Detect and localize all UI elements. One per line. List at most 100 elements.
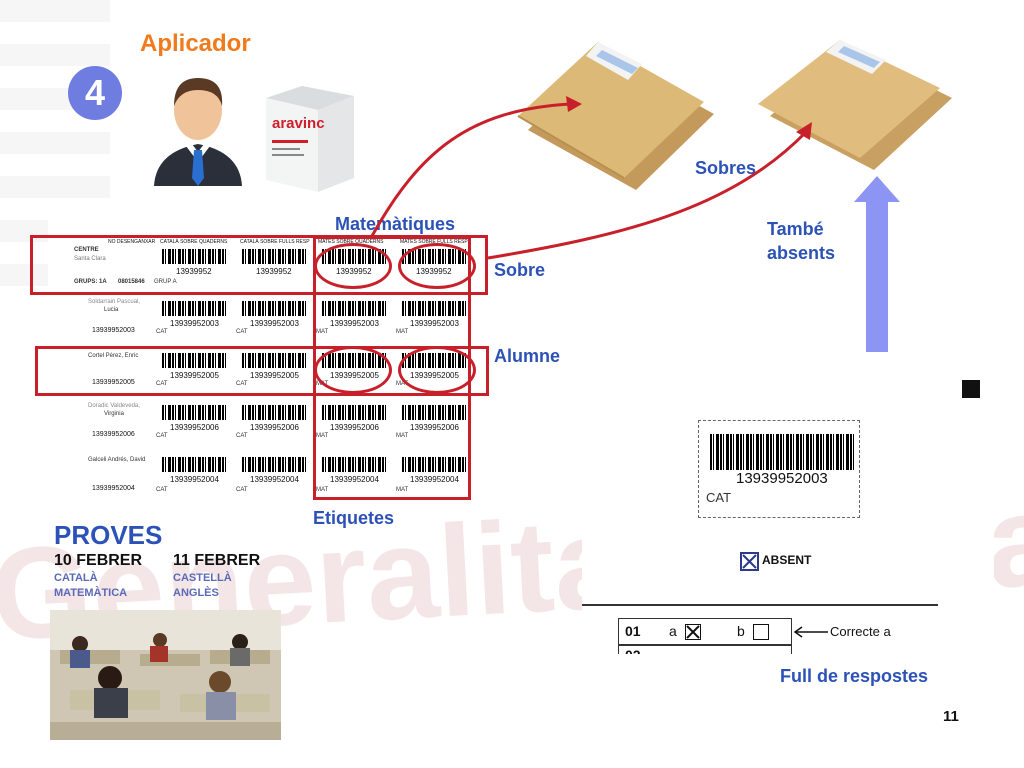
barcode-number: 13939952004 <box>410 475 459 484</box>
subject-tag: CAT <box>236 381 248 387</box>
label-tambe: També <box>767 219 824 239</box>
centre-name: Santa Clara <box>74 256 106 262</box>
student-id: 13939952006 <box>92 431 135 438</box>
centre-label: CENTRE <box>74 247 99 253</box>
answer-sheet: 13939952003 CAT ABSENT 01 a b 02 Correct… <box>582 352 994 654</box>
barcode-number: 13939952006 <box>170 423 219 432</box>
label-etiquetes: Etiquetes <box>313 508 395 528</box>
answer-row: 01 a b <box>618 618 792 646</box>
grups-label: GRUPS: 1A <box>74 279 107 285</box>
box-icon: aravinc <box>266 86 354 192</box>
student-name: Galceli Andrés, David <box>88 457 146 463</box>
student-name: Cortel Pérez, Enric <box>88 353 139 359</box>
barcode-number: 13939952004 <box>170 475 219 484</box>
subject-tag: CAT <box>236 487 248 493</box>
cross-icon <box>742 554 757 569</box>
label-full-respostes: Full de respostes <box>780 666 929 686</box>
absent-label: ABSENT <box>762 553 812 567</box>
subject-tag: MAT <box>316 433 329 439</box>
subject-tag: MAT <box>396 329 409 335</box>
col-header: CATALÀ SOBRE FULLS RESP <box>240 239 310 245</box>
barcode-number: 13939952 <box>256 267 292 276</box>
col-header: MATES SOBRE FULLS RESP <box>400 239 468 245</box>
sheet-row-student: Soldarrain Pascual, Lucia 13939952003 13… <box>48 289 492 341</box>
barcode <box>242 249 306 264</box>
highlight-sobre-row <box>30 235 488 295</box>
answer-barcode-number: 13939952003 <box>736 470 828 487</box>
highlight-alumne-row <box>35 346 489 396</box>
person-icon <box>154 78 242 186</box>
envelopes-image <box>517 42 714 190</box>
option-b-checkbox[interactable] <box>753 624 769 640</box>
student-name: Lucia <box>104 307 119 313</box>
barcode <box>710 434 854 470</box>
barcode-number: 13939952004 <box>250 475 299 484</box>
highlight-oval <box>314 243 392 289</box>
barcode <box>322 301 386 316</box>
barcode <box>242 457 306 472</box>
label-sobre: Sobre <box>494 260 546 280</box>
corner-marker <box>962 380 980 398</box>
proves-date: 11 FEBRER <box>173 552 261 569</box>
answer-cat-tag: CAT <box>706 490 732 505</box>
proves-subject: ANGLÈS <box>173 587 219 599</box>
proves-subject: CASTELLÀ <box>173 572 232 584</box>
barcode-number: 13939952003 <box>170 319 219 328</box>
proves-title: PROVES <box>54 520 163 550</box>
arrow-to-sobres <box>370 102 571 237</box>
grups-code: 08015846 <box>118 279 145 285</box>
col-header: CATALÀ SOBRE QUADERNS <box>160 239 228 245</box>
highlight-oval <box>398 346 476 394</box>
barcode <box>242 405 306 420</box>
arrow-head-icon <box>566 96 582 112</box>
col-header: MATES SOBRE QUADERNS <box>318 239 384 245</box>
answer-row-number: 01 <box>625 623 641 639</box>
subject-tag: CAT <box>236 433 248 439</box>
step-number-badge: 4 <box>68 66 122 120</box>
grup-label: GRUP A <box>154 279 177 285</box>
barcode-number: 13939952006 <box>410 423 459 432</box>
answer-table-top-border <box>582 604 938 606</box>
page-number: 11 <box>943 708 959 725</box>
subject-tag: MAT <box>396 487 409 493</box>
barcode <box>242 353 306 368</box>
absent-checkbox[interactable] <box>740 552 759 571</box>
absent-envelopes-image <box>758 40 952 170</box>
barcode <box>162 353 226 368</box>
option-a-checkbox[interactable] <box>685 624 701 640</box>
arrow-head-icon <box>796 122 812 140</box>
subject-tag: CAT <box>156 381 168 387</box>
label-alumne: Alumne <box>494 346 561 366</box>
student-name: Soldarrain Pascual, <box>88 299 141 305</box>
subject-tag: CAT <box>156 487 168 493</box>
highlight-oval <box>398 243 476 289</box>
left-arrow-icon <box>793 626 828 638</box>
barcode <box>162 249 226 264</box>
subject-tag: MAT <box>396 433 409 439</box>
barcode <box>402 301 466 316</box>
sheet-row-student: Doradic Valdeveda, Virginia 13939952006 … <box>48 393 492 445</box>
barcode <box>162 301 226 316</box>
box-brand-text: aravinc <box>272 115 325 132</box>
barcode <box>402 405 466 420</box>
correct-note: Correcte a <box>830 624 891 639</box>
answer-row-number: 02 <box>625 647 641 654</box>
option-a-label: a <box>669 623 677 639</box>
barcode-number: 13939952 <box>176 267 212 276</box>
barcode-frame <box>698 420 860 518</box>
student-name: Virginia <box>104 411 124 417</box>
arrow-to-absents <box>487 130 808 260</box>
classroom-photo <box>50 610 281 740</box>
sheet-row-student: Galceli Andrés, David 13939952004 139399… <box>48 445 492 497</box>
proves-subject: CATALÀ <box>54 572 98 584</box>
barcode-number: 13939952005 <box>250 371 299 380</box>
highlight-oval <box>314 346 392 394</box>
student-id: 13939952003 <box>92 327 135 334</box>
label-matematiques: Matemàtiques <box>335 214 456 234</box>
student-id: 13939952005 <box>92 379 135 386</box>
barcode <box>162 457 226 472</box>
label-absents: absents <box>767 243 836 263</box>
barcode <box>322 405 386 420</box>
subject-tag: MAT <box>316 329 329 335</box>
